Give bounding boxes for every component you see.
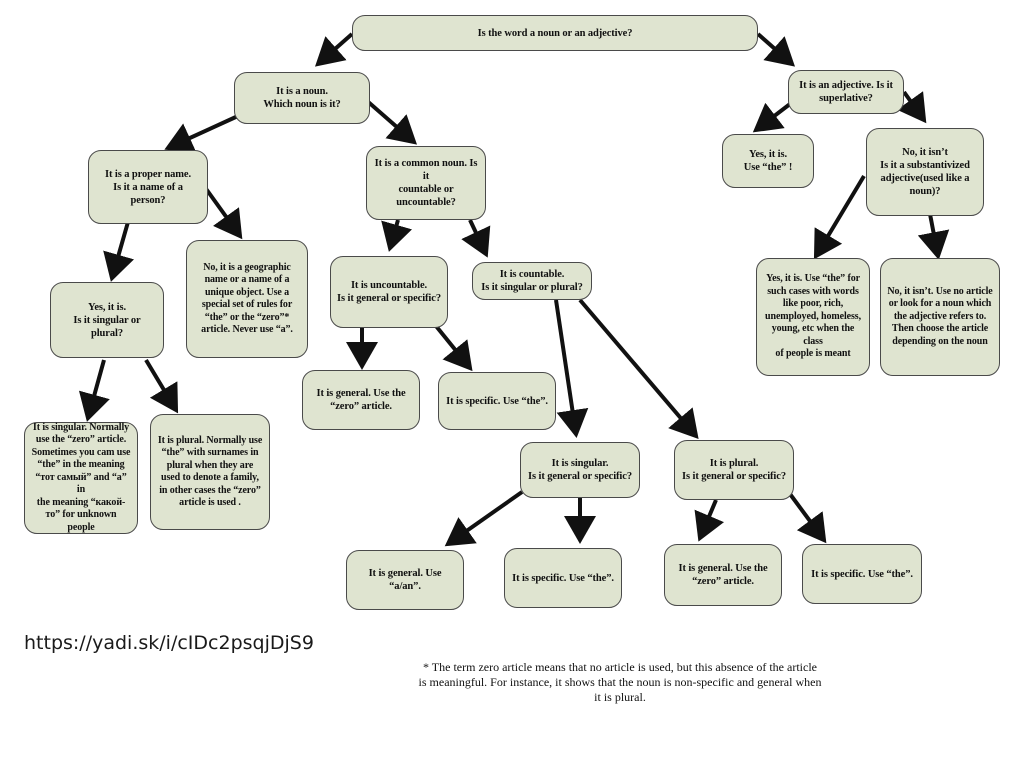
arrow-plural-to-specific	[788, 492, 827, 544]
source-link[interactable]: https://yadi.sk/i/cIDc2psqjDjS9	[24, 632, 314, 654]
node-root-question: Is the word a noun or an adjective?	[352, 15, 758, 51]
arrow-countable-to-singular	[554, 299, 589, 438]
arrow-noun-to-common	[364, 98, 418, 145]
node-name-plural: It is plural. Normally use “the” with su…	[150, 414, 270, 530]
node-proper-person-yes: Yes, it is. Is it singular or plural?	[50, 282, 164, 358]
node-uncountable: It is uncountable. Is it general or spec…	[330, 256, 448, 328]
node-singular-general: It is general. Use “a/an”.	[346, 550, 464, 610]
arrow-countable-to-plural	[578, 298, 699, 440]
node-uncountable-specific: It is specific. Use “the”.	[438, 372, 556, 430]
arrow-yes-to-name-plural	[144, 358, 179, 414]
node-adjective: It is an adjective. Is it superlative?	[788, 70, 904, 114]
node-singular-specific: It is specific. Use “the”.	[504, 548, 622, 608]
node-name-singular: It is singular. Normally use the “zero” …	[24, 422, 138, 534]
arrow-no-to-substantivized-yes	[813, 174, 866, 260]
node-plural: It is plural. Is it general or specific?	[674, 440, 794, 500]
arrow-yes-to-name-singular	[78, 359, 110, 422]
arrow-plural-to-general	[694, 499, 725, 542]
node-geographic-name: No, it is a geographic name or a name of…	[186, 240, 308, 358]
footnote: * The term zero article means that no ar…	[380, 660, 860, 705]
arrow-no-to-substantivized-no	[917, 213, 950, 260]
node-countable: It is countable. Is it singular or plura…	[472, 262, 592, 300]
arrow-adjective-to-no	[897, 90, 927, 124]
node-plural-specific: It is specific. Use “the”.	[802, 544, 922, 604]
arrow-proper-to-yes	[103, 221, 134, 282]
footnote-line-1: * The term zero article means that no ar…	[423, 660, 817, 674]
node-substantivized-yes: Yes, it is. Use “the” for such cases wit…	[756, 258, 870, 376]
node-common-noun: It is a common noun. Is it countable or …	[366, 146, 486, 220]
footnote-line-3: it is plural.	[594, 690, 646, 704]
node-substantivized-no: No, it isn’t. Use no article or look for…	[880, 258, 1000, 376]
arrow-root-to-adjective	[756, 32, 795, 67]
footnote-line-2: is meaningful. For instance, it shows th…	[418, 675, 822, 689]
arrow-root-to-noun	[315, 32, 354, 67]
node-noun: It is a noun. Which noun is it?	[234, 72, 370, 124]
node-uncountable-general: It is general. Use the “zero” article.	[302, 370, 420, 430]
node-superlative-yes: Yes, it is. Use “the” !	[722, 134, 814, 188]
arrow-proper-to-geographic	[202, 184, 243, 240]
arrow-noun-to-proper	[164, 114, 239, 153]
arrow-singular-to-general	[444, 490, 524, 547]
arrow-adjective-to-yes	[752, 102, 792, 133]
node-plural-general: It is general. Use the “zero” article.	[664, 544, 782, 606]
node-proper-name: It is a proper name. Is it a name of a p…	[88, 150, 208, 224]
node-superlative-no: No, it isn’t Is it a substantivized adje…	[866, 128, 984, 216]
arrow-common-to-uncountable	[381, 219, 412, 252]
node-singular: It is singular. Is it general or specifi…	[520, 442, 640, 498]
arrow-common-to-countable	[461, 219, 491, 258]
arrow-uncountable-to-specific	[434, 324, 473, 372]
